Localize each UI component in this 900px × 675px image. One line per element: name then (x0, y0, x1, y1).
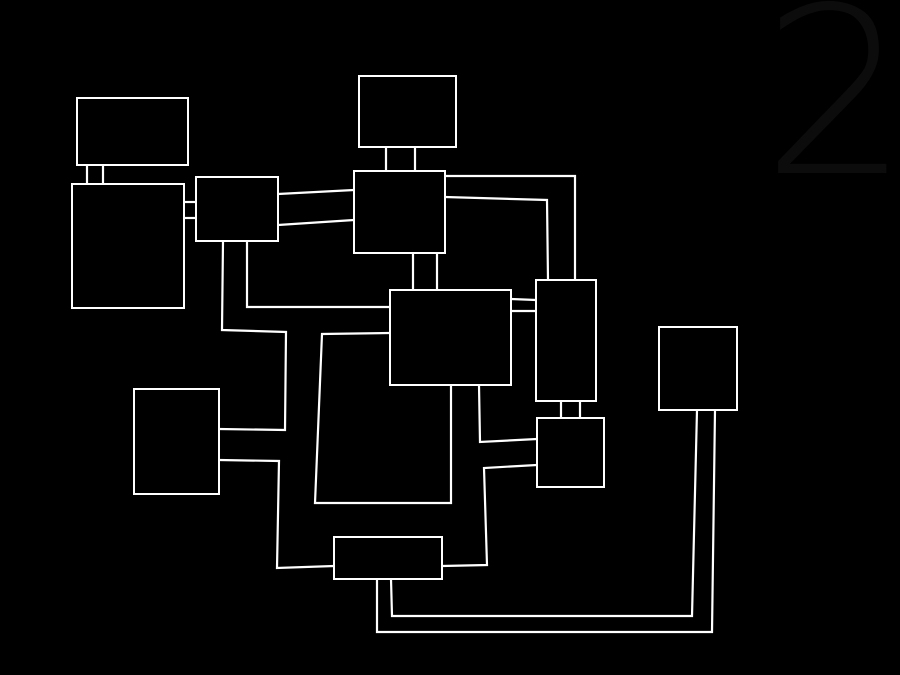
hall-f-g (510, 297, 537, 313)
room-left-middle[interactable] (132, 387, 221, 496)
hall-c-j (218, 240, 288, 432)
hall-f-open-area (313, 331, 453, 505)
hall-f-h (477, 384, 538, 444)
hall-c-f (245, 241, 390, 309)
room-center[interactable] (388, 288, 513, 387)
hall-k-l (375, 409, 717, 634)
hall-h-k (441, 463, 538, 568)
hall-e-f (411, 253, 439, 290)
hall-e-g (444, 174, 577, 281)
room-left-tall[interactable] (70, 182, 186, 310)
room-center-upper[interactable] (352, 169, 447, 255)
room-right-tall[interactable] (534, 278, 598, 403)
room-right-small[interactable] (535, 416, 606, 489)
hall-a-b (85, 165, 105, 184)
hall-b-c (184, 200, 196, 220)
hall-g-h (559, 401, 582, 418)
floor-number-label: 2 (762, 0, 900, 228)
hall-c-e (277, 188, 355, 227)
hall-d-e (384, 147, 417, 171)
room-top-left[interactable] (75, 96, 190, 167)
hall-j-k (218, 458, 335, 570)
room-top-center[interactable] (357, 74, 458, 149)
room-bottom-center[interactable] (332, 535, 444, 581)
room-left-hall[interactable] (194, 175, 280, 243)
room-right-isolated[interactable] (657, 325, 739, 412)
